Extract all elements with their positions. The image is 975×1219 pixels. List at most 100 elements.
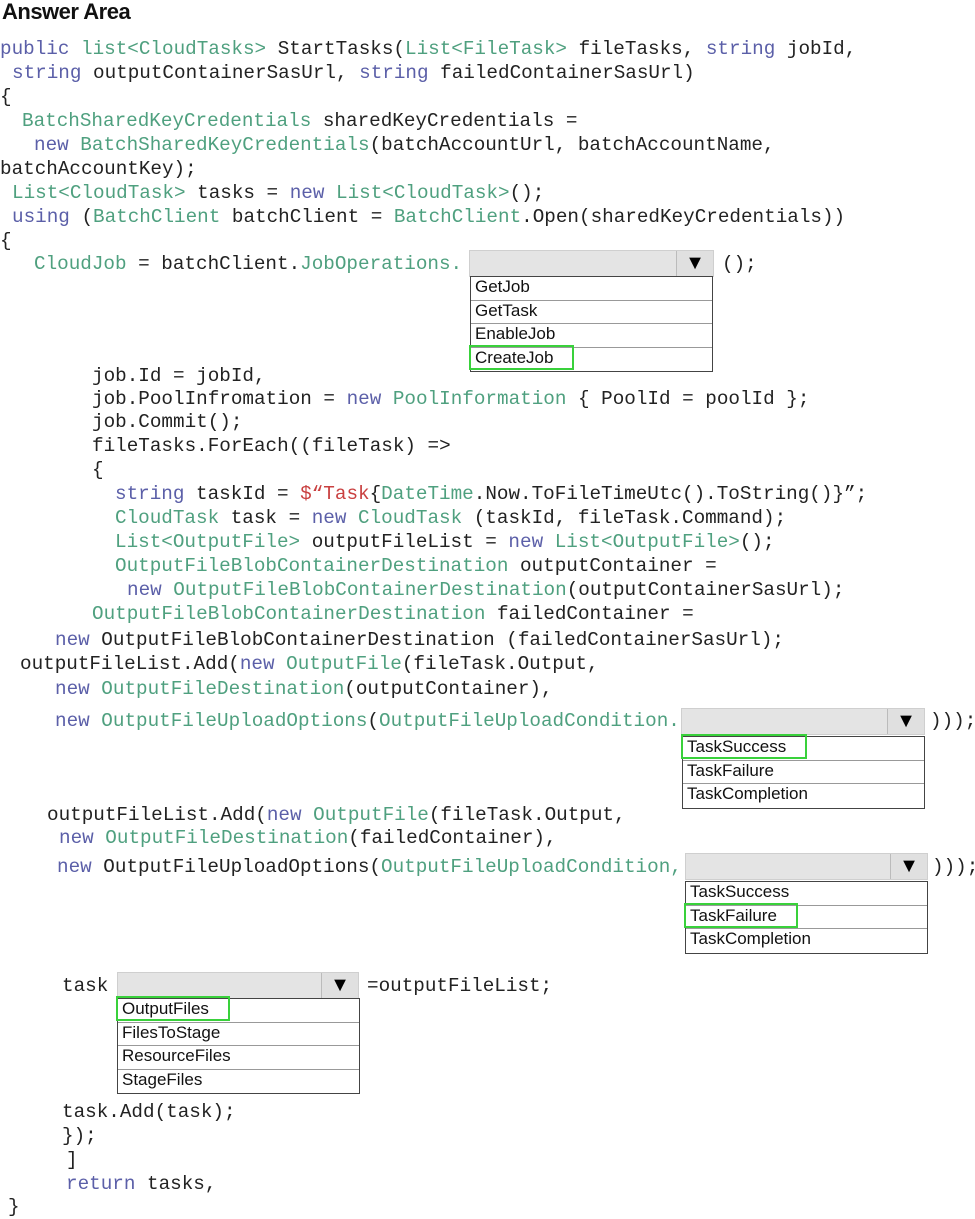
code-keyword: new xyxy=(311,507,359,529)
code-keyword: new xyxy=(127,579,174,601)
code-text: .Now.ToFileTimeUtc().ToString()}”; xyxy=(473,483,868,505)
dropdown-option[interactable]: TaskSuccess xyxy=(686,882,927,906)
code-text: outputFileList.Add( xyxy=(47,804,267,826)
task-property-dropdown[interactable]: ▼ xyxy=(117,972,359,999)
code-text: ))); xyxy=(932,856,975,878)
code-type: CloudTask xyxy=(358,507,463,529)
code-line: { xyxy=(92,458,104,482)
code-keyword: new xyxy=(289,182,336,204)
dropdown-option[interactable]: TaskCompletion xyxy=(683,784,924,808)
code-type: OutputFileBlobContainerDestination xyxy=(115,555,509,577)
code-keyword: new xyxy=(239,653,287,675)
code-text: outputFileList.Add( xyxy=(20,653,240,675)
code-line: ] xyxy=(66,1148,78,1172)
dropdown-option-label: TaskFailure xyxy=(684,902,798,928)
code-text: (); xyxy=(722,253,757,275)
dropdown-option[interactable]: EnableJob xyxy=(471,324,712,348)
code-text: jobId, xyxy=(775,38,857,60)
job-operations-dropdown[interactable]: ▼ xyxy=(469,250,714,277)
code-line: List<OutputFile> outputFileList = new Li… xyxy=(115,530,775,554)
code-text: { xyxy=(92,459,104,481)
code-keyword: string xyxy=(359,62,429,84)
code-text: }); xyxy=(62,1125,97,1147)
code-text: OutputFileBlobContainerDestination (fail… xyxy=(101,629,784,651)
code-text: { xyxy=(369,483,382,505)
dropdown-option[interactable]: TaskCompletion xyxy=(686,929,927,953)
code-keyword: new xyxy=(34,134,81,156)
code-text: job.PoolInfromation = xyxy=(92,388,347,410)
code-line: CloudJob = batchClient.JobOperations. xyxy=(34,252,462,276)
code-text: = batchClient. xyxy=(126,253,301,275)
code-text: taskId = xyxy=(184,483,301,505)
dropdown-option[interactable]: TaskFailure xyxy=(683,761,924,784)
code-type: List<OutputFile> xyxy=(115,531,301,553)
code-keyword: string xyxy=(12,62,82,84)
code-line: new OutputFileDestination(failedContaine… xyxy=(59,826,557,850)
code-text: (fileTask.Output, xyxy=(401,653,599,675)
code-text: (outputContainerSasUrl); xyxy=(566,579,845,601)
code-text: (outputContainer), xyxy=(344,678,553,700)
dropdown-option[interactable]: GetJob xyxy=(471,277,712,301)
code-line: new OutputFileDestination(outputContaine… xyxy=(55,677,553,701)
code-text: =outputFileList; xyxy=(367,975,553,997)
dropdown-option[interactable]: ResourceFiles xyxy=(118,1046,359,1070)
dropdown-arrow-icon[interactable]: ▼ xyxy=(676,251,713,276)
code-line: }); xyxy=(62,1124,97,1148)
dropdown-option-label: StageFiles xyxy=(122,1069,203,1089)
dropdown-option-label: CreateJob xyxy=(468,344,575,370)
code-line: { xyxy=(0,229,12,253)
code-text: sharedKeyCredentials = xyxy=(311,110,578,132)
code-line: job.Commit(); xyxy=(92,410,242,434)
code-keyword: public xyxy=(0,38,81,60)
code-keyword: return xyxy=(66,1173,147,1195)
code-line: fileTasks.ForEach((fileTask) => xyxy=(92,434,451,458)
dropdown-option-label: TaskCompletion xyxy=(687,784,808,803)
dropdown-option[interactable]: StageFiles xyxy=(118,1070,359,1094)
dropdown-arrow-icon[interactable]: ▼ xyxy=(890,854,927,879)
code-keyword: new xyxy=(55,678,102,700)
code-line: outputFileList.Add(new OutputFile(fileTa… xyxy=(47,803,626,827)
code-type: OutputFileBlobContainerDestination xyxy=(92,603,486,625)
failed-upload-condition-dropdown[interactable]: ▼ xyxy=(685,853,928,880)
dropdown-option-label: FilesToStage xyxy=(122,1022,221,1042)
code-text: failedContainerSasUrl) xyxy=(428,62,695,84)
dropdown-option[interactable]: GetTask xyxy=(471,300,712,324)
code-type: OutputFileBlobContainerDestination xyxy=(173,579,567,601)
dropdown-option-label: EnableJob xyxy=(475,324,556,343)
dropdown-option[interactable]: TaskFailure xyxy=(684,902,927,929)
code-type: OutputFileDestination xyxy=(105,827,349,849)
code-line: task xyxy=(62,974,108,998)
code-line: public list<CloudTasks> StartTasks(List<… xyxy=(0,37,856,61)
dropdown-arrow-icon[interactable]: ▼ xyxy=(321,973,358,998)
code-type: List<CloudTask> xyxy=(336,182,510,204)
code-line: { xyxy=(0,85,12,109)
dropdown-arrow-icon[interactable]: ▼ xyxy=(887,709,924,734)
dropdown-option[interactable]: FilesToStage xyxy=(118,1022,359,1046)
dropdown-option[interactable]: OutputFiles xyxy=(116,996,359,1023)
code-text: { PoolId = poolId }; xyxy=(566,388,810,410)
dropdown-option-label: GetJob xyxy=(475,277,530,296)
code-line: new OutputFileBlobContainerDestination (… xyxy=(55,628,784,652)
code-text: outputContainerSasUrl, xyxy=(81,62,360,84)
dropdown-option-label: GetTask xyxy=(475,300,538,320)
code-string: $“Task xyxy=(300,483,370,505)
code-keyword: string xyxy=(705,38,776,60)
code-type: OutputFileUploadCondition. xyxy=(379,710,680,732)
output-upload-condition-dropdown[interactable]: ▼ xyxy=(681,708,925,735)
code-text: tasks, xyxy=(147,1173,217,1195)
code-line: new OutputFileUploadOptions(OutputFileUp… xyxy=(57,855,682,879)
code-line: OutputFileBlobContainerDestination faile… xyxy=(92,602,694,626)
dropdown-option[interactable]: TaskSuccess xyxy=(680,734,924,761)
code-keyword: new xyxy=(57,856,104,878)
dropdown-option[interactable]: CreateJob xyxy=(468,344,712,372)
code-text: ( xyxy=(367,710,379,732)
code-line: BatchSharedKeyCredentials sharedKeyCrede… xyxy=(22,109,577,133)
code-type: PoolInformation xyxy=(392,388,567,410)
code-text: { xyxy=(0,86,12,108)
code-line: List<CloudTask> tasks = new List<CloudTa… xyxy=(12,181,544,205)
code-type: BatchSharedKeyCredentials xyxy=(80,134,370,156)
code-text: OutputFileUploadOptions( xyxy=(103,856,381,878)
